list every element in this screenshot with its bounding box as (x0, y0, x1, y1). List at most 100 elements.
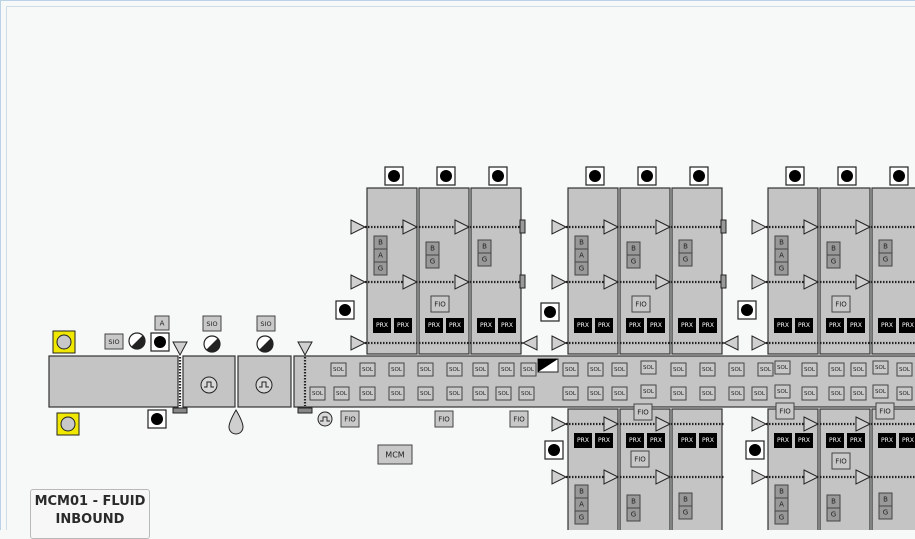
sol-box[interactable]: SOL (359, 386, 376, 401)
divert-arrow-icon[interactable] (655, 416, 672, 432)
sol-box[interactable]: SOL (520, 362, 537, 377)
divert-arrow-icon[interactable] (722, 335, 739, 351)
divert-arrow-icon[interactable] (655, 469, 672, 485)
sol-box[interactable]: SOL (388, 362, 405, 377)
a-box[interactable]: A (154, 315, 170, 331)
jam-sensor-icon[interactable] (128, 332, 146, 350)
estop-icon[interactable] (52, 330, 76, 354)
sol-box[interactable]: SOL (872, 360, 889, 375)
prx-box[interactable]: PRX (878, 318, 896, 333)
divert-arrow-icon[interactable] (350, 219, 367, 235)
bag-indicator[interactable]: BAG (373, 235, 388, 276)
prx-box[interactable]: PRX (626, 433, 644, 448)
sol-box[interactable]: SOL (388, 386, 405, 401)
sol-box[interactable]: SOL (774, 384, 791, 399)
sol-box[interactable]: SOL (359, 362, 376, 377)
sol-box[interactable]: SOL (640, 384, 657, 399)
sol-box[interactable]: SOL (611, 362, 628, 377)
beacon-icon[interactable] (335, 300, 355, 320)
sol-box[interactable]: SOL (611, 386, 628, 401)
fio-box[interactable]: FIO (631, 295, 651, 313)
bag-indicator[interactable]: BG (425, 241, 440, 269)
prx-box[interactable]: PRX (498, 318, 516, 333)
divert-arrow-icon[interactable] (603, 274, 620, 290)
divert-arrow-icon[interactable] (803, 469, 820, 485)
sol-box[interactable]: SOL (801, 386, 818, 401)
divert-arrow-icon[interactable] (603, 219, 620, 235)
bag-indicator[interactable]: BG (477, 239, 492, 267)
sol-box[interactable]: SOL (728, 362, 745, 377)
sol-box[interactable]: SOL (850, 386, 867, 401)
sol-box[interactable]: SOL (640, 360, 657, 375)
drop-icon[interactable] (228, 409, 244, 435)
sol-box[interactable]: SOL (446, 386, 463, 401)
divert-arrow-icon[interactable] (751, 274, 768, 290)
sio-box[interactable]: SIO (104, 333, 124, 350)
prx-box[interactable]: PRX (574, 433, 592, 448)
bag-indicator[interactable]: BG (826, 494, 841, 522)
divert-arrow-icon[interactable] (803, 416, 820, 432)
prx-box[interactable]: PRX (626, 318, 644, 333)
sol-box[interactable]: SOL (587, 362, 604, 377)
prx-box[interactable]: PRX (826, 318, 844, 333)
sorter-conveyor[interactable] (293, 355, 915, 408)
jam-sensor-icon[interactable] (203, 335, 221, 353)
divert-arrow-icon[interactable] (551, 274, 568, 290)
jam-sensor-icon[interactable] (256, 335, 274, 353)
divert-arrow-icon[interactable] (402, 274, 419, 290)
sol-box[interactable]: SOL (417, 362, 434, 377)
prx-box[interactable]: PRX (574, 318, 592, 333)
fio-box[interactable]: FIO (831, 295, 851, 313)
fio-box[interactable]: FIO (509, 410, 529, 428)
divert-arrow-icon[interactable] (350, 335, 367, 351)
divert-arrow-icon[interactable] (803, 219, 820, 235)
prx-box[interactable]: PRX (446, 318, 464, 333)
divert-arrow-icon[interactable] (521, 335, 538, 351)
prx-box[interactable]: PRX (647, 318, 665, 333)
sol-box[interactable]: SOL (309, 386, 326, 401)
sio-box[interactable]: SIO (256, 315, 276, 332)
beacon-icon[interactable] (637, 166, 657, 186)
sol-box[interactable]: SOL (896, 386, 913, 401)
prx-box[interactable]: PRX (595, 433, 613, 448)
fio-box[interactable]: FIO (875, 402, 895, 420)
sol-box[interactable]: SOL (495, 386, 512, 401)
mcm-box[interactable]: MCM (377, 444, 413, 465)
prx-box[interactable]: PRX (394, 318, 412, 333)
beacon-icon[interactable] (147, 409, 167, 429)
divert-arrow-icon[interactable] (855, 219, 872, 235)
beacon-icon[interactable] (837, 166, 857, 186)
prx-box[interactable]: PRX (774, 433, 792, 448)
divert-arrow-icon[interactable] (603, 469, 620, 485)
fio-box[interactable]: FIO (434, 410, 454, 428)
beacon-icon[interactable] (436, 166, 456, 186)
prx-box[interactable]: PRX (847, 318, 865, 333)
sol-box[interactable]: SOL (472, 362, 489, 377)
photo-eye-icon[interactable] (297, 341, 313, 357)
bag-indicator[interactable]: BG (826, 241, 841, 269)
sol-box[interactable]: SOL (872, 384, 889, 399)
divert-arrow-icon[interactable] (751, 469, 768, 485)
photo-eye-icon[interactable] (172, 341, 188, 357)
divert-arrow-icon[interactable] (551, 219, 568, 235)
sio-box[interactable]: SIO (202, 315, 222, 332)
sol-box[interactable]: SOL (828, 362, 845, 377)
sol-box[interactable]: SOL (330, 362, 347, 377)
sol-box[interactable]: SOL (896, 362, 913, 377)
divert-arrow-icon[interactable] (454, 274, 471, 290)
divert-arrow-icon[interactable] (551, 416, 568, 432)
beacon-icon[interactable] (889, 166, 909, 186)
prx-box[interactable]: PRX (899, 318, 915, 333)
bag-indicator[interactable]: BG (878, 239, 893, 267)
sol-box[interactable]: SOL (699, 386, 716, 401)
divert-arrow-icon[interactable] (551, 335, 568, 351)
sol-box[interactable]: SOL (670, 386, 687, 401)
divert-arrow-icon[interactable] (803, 274, 820, 290)
fio-box[interactable]: FIO (340, 410, 360, 428)
beacon-icon[interactable] (585, 166, 605, 186)
bag-indicator[interactable]: BG (626, 494, 641, 522)
bag-indicator[interactable]: BG (878, 492, 893, 520)
prx-box[interactable]: PRX (847, 433, 865, 448)
divert-arrow-icon[interactable] (350, 274, 367, 290)
prx-box[interactable]: PRX (647, 433, 665, 448)
